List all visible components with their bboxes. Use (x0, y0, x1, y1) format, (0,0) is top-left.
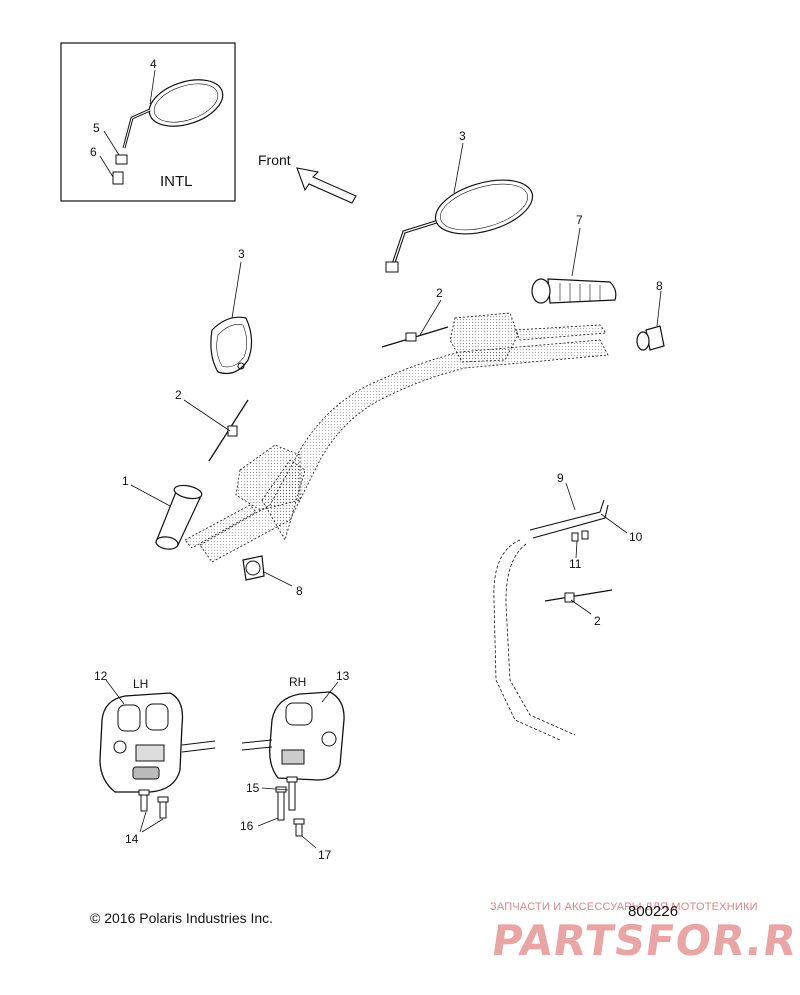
switch-lh: 12 LH 14 (94, 669, 216, 846)
callout-8-left: 8 (296, 584, 303, 598)
callout-14: 14 (125, 832, 139, 846)
watermark-logo: PARTSFOR.RU (488, 916, 800, 965)
switch-rh: 13 RH 15 16 17 (240, 669, 350, 862)
grip-right: 7 (531, 213, 617, 304)
document-number: 800226 (628, 903, 679, 920)
lh-label: LH (133, 677, 148, 691)
handlebar (184, 312, 609, 563)
bar-end-right: 8 (636, 279, 665, 351)
callout-11: 11 (569, 557, 582, 571)
callout-3-left: 3 (238, 247, 245, 261)
mirror-left: 3 (210, 247, 253, 375)
callout-10: 10 (629, 530, 643, 544)
copyright: © 2016 Polaris Industries Inc. (90, 910, 274, 926)
intl-inset: 4 5 6 INTL (60, 42, 236, 202)
callout-13: 13 (336, 669, 350, 683)
cable-tie-top: 2 (381, 286, 449, 348)
callout-9: 9 (557, 471, 564, 485)
callout-16: 16 (240, 819, 254, 833)
callout-5: 5 (93, 121, 100, 135)
front-arrow-icon (296, 167, 357, 204)
callout-15: 15 (246, 781, 260, 795)
callout-12: 12 (94, 669, 108, 683)
rh-label: RH (289, 675, 306, 689)
front-indicator: Front (258, 152, 357, 204)
callout-3-right: 3 (459, 129, 466, 143)
callout-17: 17 (318, 848, 332, 862)
mirror-right: 3 (385, 129, 534, 273)
cable-tie-left: 2 (175, 388, 249, 462)
callout-2-left: 2 (175, 388, 182, 402)
callout-8-right: 8 (656, 279, 663, 293)
front-label: Front (258, 152, 291, 168)
intl-label: INTL (160, 173, 193, 190)
callout-6: 6 (90, 145, 97, 159)
cable-tie-bottom: 2 (544, 589, 613, 628)
watermark-tagline: ЗАПЧАСТИ И АКСЕССУАРЫ ДЛЯ МОТОТЕХНИКИ (490, 901, 758, 913)
callout-4: 4 (150, 57, 157, 71)
callout-2-top: 2 (436, 286, 443, 300)
throttle-cables: 9 10 11 (493, 471, 643, 741)
grip-left: 1 (122, 474, 203, 550)
callout-1: 1 (122, 474, 129, 488)
bar-end-left: 8 (242, 555, 303, 598)
callout-2-bottom: 2 (594, 614, 601, 628)
callout-7: 7 (576, 213, 583, 227)
